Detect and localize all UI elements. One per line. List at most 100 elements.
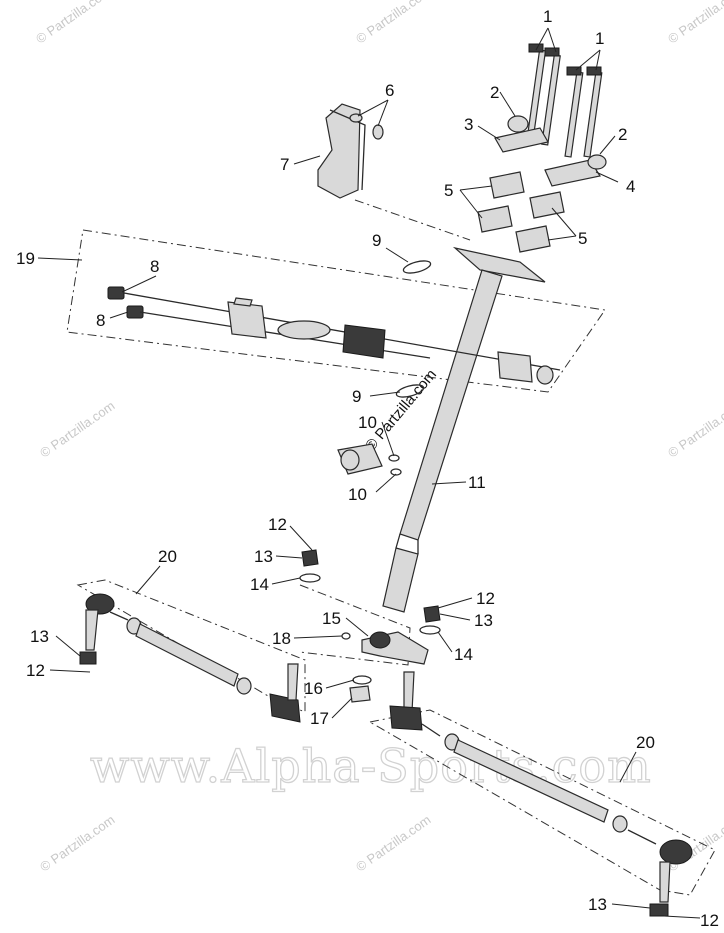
callout-14: 14 xyxy=(454,645,473,664)
frame-top-bracket xyxy=(354,199,471,241)
tie-rod-end-stud xyxy=(287,663,299,701)
frame-20-right xyxy=(368,709,716,896)
nut-13 xyxy=(79,651,97,665)
hardware-12-13-14 xyxy=(299,549,441,635)
jam-nut xyxy=(236,677,252,695)
watermark-partzilla: © Partzilla.com xyxy=(37,398,117,461)
callout-2: 2 xyxy=(490,83,499,102)
callout-10: 10 xyxy=(348,485,367,504)
bolt-head xyxy=(566,66,582,76)
nut-8 xyxy=(107,286,125,300)
bolt-group-1 xyxy=(525,43,603,158)
watermark-partzilla: © Partzilla.com xyxy=(37,812,117,875)
washer-14 xyxy=(419,625,441,635)
upper-clamp-assembly xyxy=(452,115,607,283)
bolt-1 xyxy=(583,71,603,158)
callout-2: 2 xyxy=(618,125,627,144)
watermark-partzilla: © Partzilla.com xyxy=(353,812,433,875)
callout-19: 19 xyxy=(16,249,35,268)
jam-nut xyxy=(612,815,628,833)
tie-rod-end-ball xyxy=(389,705,423,731)
callout-12: 12 xyxy=(268,515,287,534)
watermark-partzilla: © Partzilla.com xyxy=(665,0,724,46)
callout-15: 15 xyxy=(322,609,341,628)
watermark-partzilla: © Partzilla.com xyxy=(33,0,113,46)
callout-8: 8 xyxy=(96,311,105,330)
callout-1: 1 xyxy=(595,29,604,48)
callout-12: 12 xyxy=(476,589,495,608)
bolt-head xyxy=(544,47,560,57)
callout-9: 9 xyxy=(352,387,361,406)
washers-9 xyxy=(395,260,432,398)
leader-lines xyxy=(37,27,701,919)
tie-rod-tube xyxy=(453,739,609,823)
tie-rod-end-ball xyxy=(85,593,115,615)
bracket-7-group xyxy=(317,103,384,199)
column-step xyxy=(395,533,419,554)
bushing-5 xyxy=(529,191,565,219)
callout-12: 12 xyxy=(26,661,45,680)
linkage-assembly-19 xyxy=(107,286,561,385)
callout-13: 13 xyxy=(30,627,49,646)
tie-rod-end-stud xyxy=(403,671,415,713)
nut-13 xyxy=(649,903,669,917)
callout-17: 17 xyxy=(310,709,329,728)
nut-2 xyxy=(587,154,607,170)
callout-5: 5 xyxy=(444,181,453,200)
callout-20: 20 xyxy=(158,547,177,566)
callout-13: 13 xyxy=(474,611,493,630)
link-clamp xyxy=(342,324,386,359)
nut-2 xyxy=(507,115,529,133)
bolt-head xyxy=(586,66,602,76)
callout-13: 13 xyxy=(588,895,607,914)
bolt-1 xyxy=(564,71,584,158)
tie-rod-left-20 xyxy=(79,593,301,723)
link-sleeve xyxy=(277,320,331,340)
washer-14 xyxy=(299,573,321,583)
column-lower-sleeve xyxy=(382,547,419,613)
tie-rod-end-stud xyxy=(85,609,99,651)
link-bracket xyxy=(227,301,267,339)
tie-rod-end-stud xyxy=(659,861,671,903)
thread xyxy=(627,829,657,845)
pitman-arm-15 xyxy=(341,631,429,703)
callout-labels: 1 1 2 2 3 4 5 5 6 7 8 8 9 9 10 10 11 12 … xyxy=(16,7,719,930)
bushing-bore xyxy=(340,449,360,471)
clamp-plate-3 xyxy=(494,127,549,153)
callout-7: 7 xyxy=(280,155,289,174)
clip-10 xyxy=(390,468,402,476)
washer-9 xyxy=(402,260,432,274)
bracket-7-flange xyxy=(329,109,366,191)
callout-5: 5 xyxy=(578,229,587,248)
link-rod xyxy=(123,292,561,371)
washer-9 xyxy=(395,384,425,398)
bolt-18 xyxy=(341,632,351,640)
callout-9: 9 xyxy=(372,231,381,250)
callout-14: 14 xyxy=(250,575,269,594)
bracket-4 xyxy=(544,159,601,187)
nut-13 xyxy=(301,549,319,567)
callout-4: 4 xyxy=(626,177,635,196)
watermark-alpha-sports: www.Alpha-Sports.com xyxy=(90,739,652,793)
watermark-partzilla: © Partzilla.com xyxy=(665,398,724,461)
lower-clamp-plate xyxy=(452,246,546,283)
callout-8: 8 xyxy=(150,257,159,276)
bracket-7 xyxy=(317,103,361,199)
washer-16 xyxy=(352,675,372,685)
nut-17 xyxy=(349,685,371,703)
bushing-5 xyxy=(489,171,525,199)
callout-13: 13 xyxy=(254,547,273,566)
link-end-block xyxy=(497,351,533,383)
callout-12: 12 xyxy=(700,911,719,930)
bolt-6 xyxy=(372,124,384,140)
callout-3: 3 xyxy=(464,115,473,134)
frame-19 xyxy=(66,229,606,393)
bolt-head xyxy=(528,43,544,53)
tie-rod-tube xyxy=(135,623,239,687)
callout-16: 16 xyxy=(304,679,323,698)
thread xyxy=(421,723,441,737)
thread xyxy=(109,611,129,621)
tie-rod-right-20 xyxy=(389,671,693,917)
watermark-partzilla: © Partzilla.com xyxy=(353,0,433,46)
